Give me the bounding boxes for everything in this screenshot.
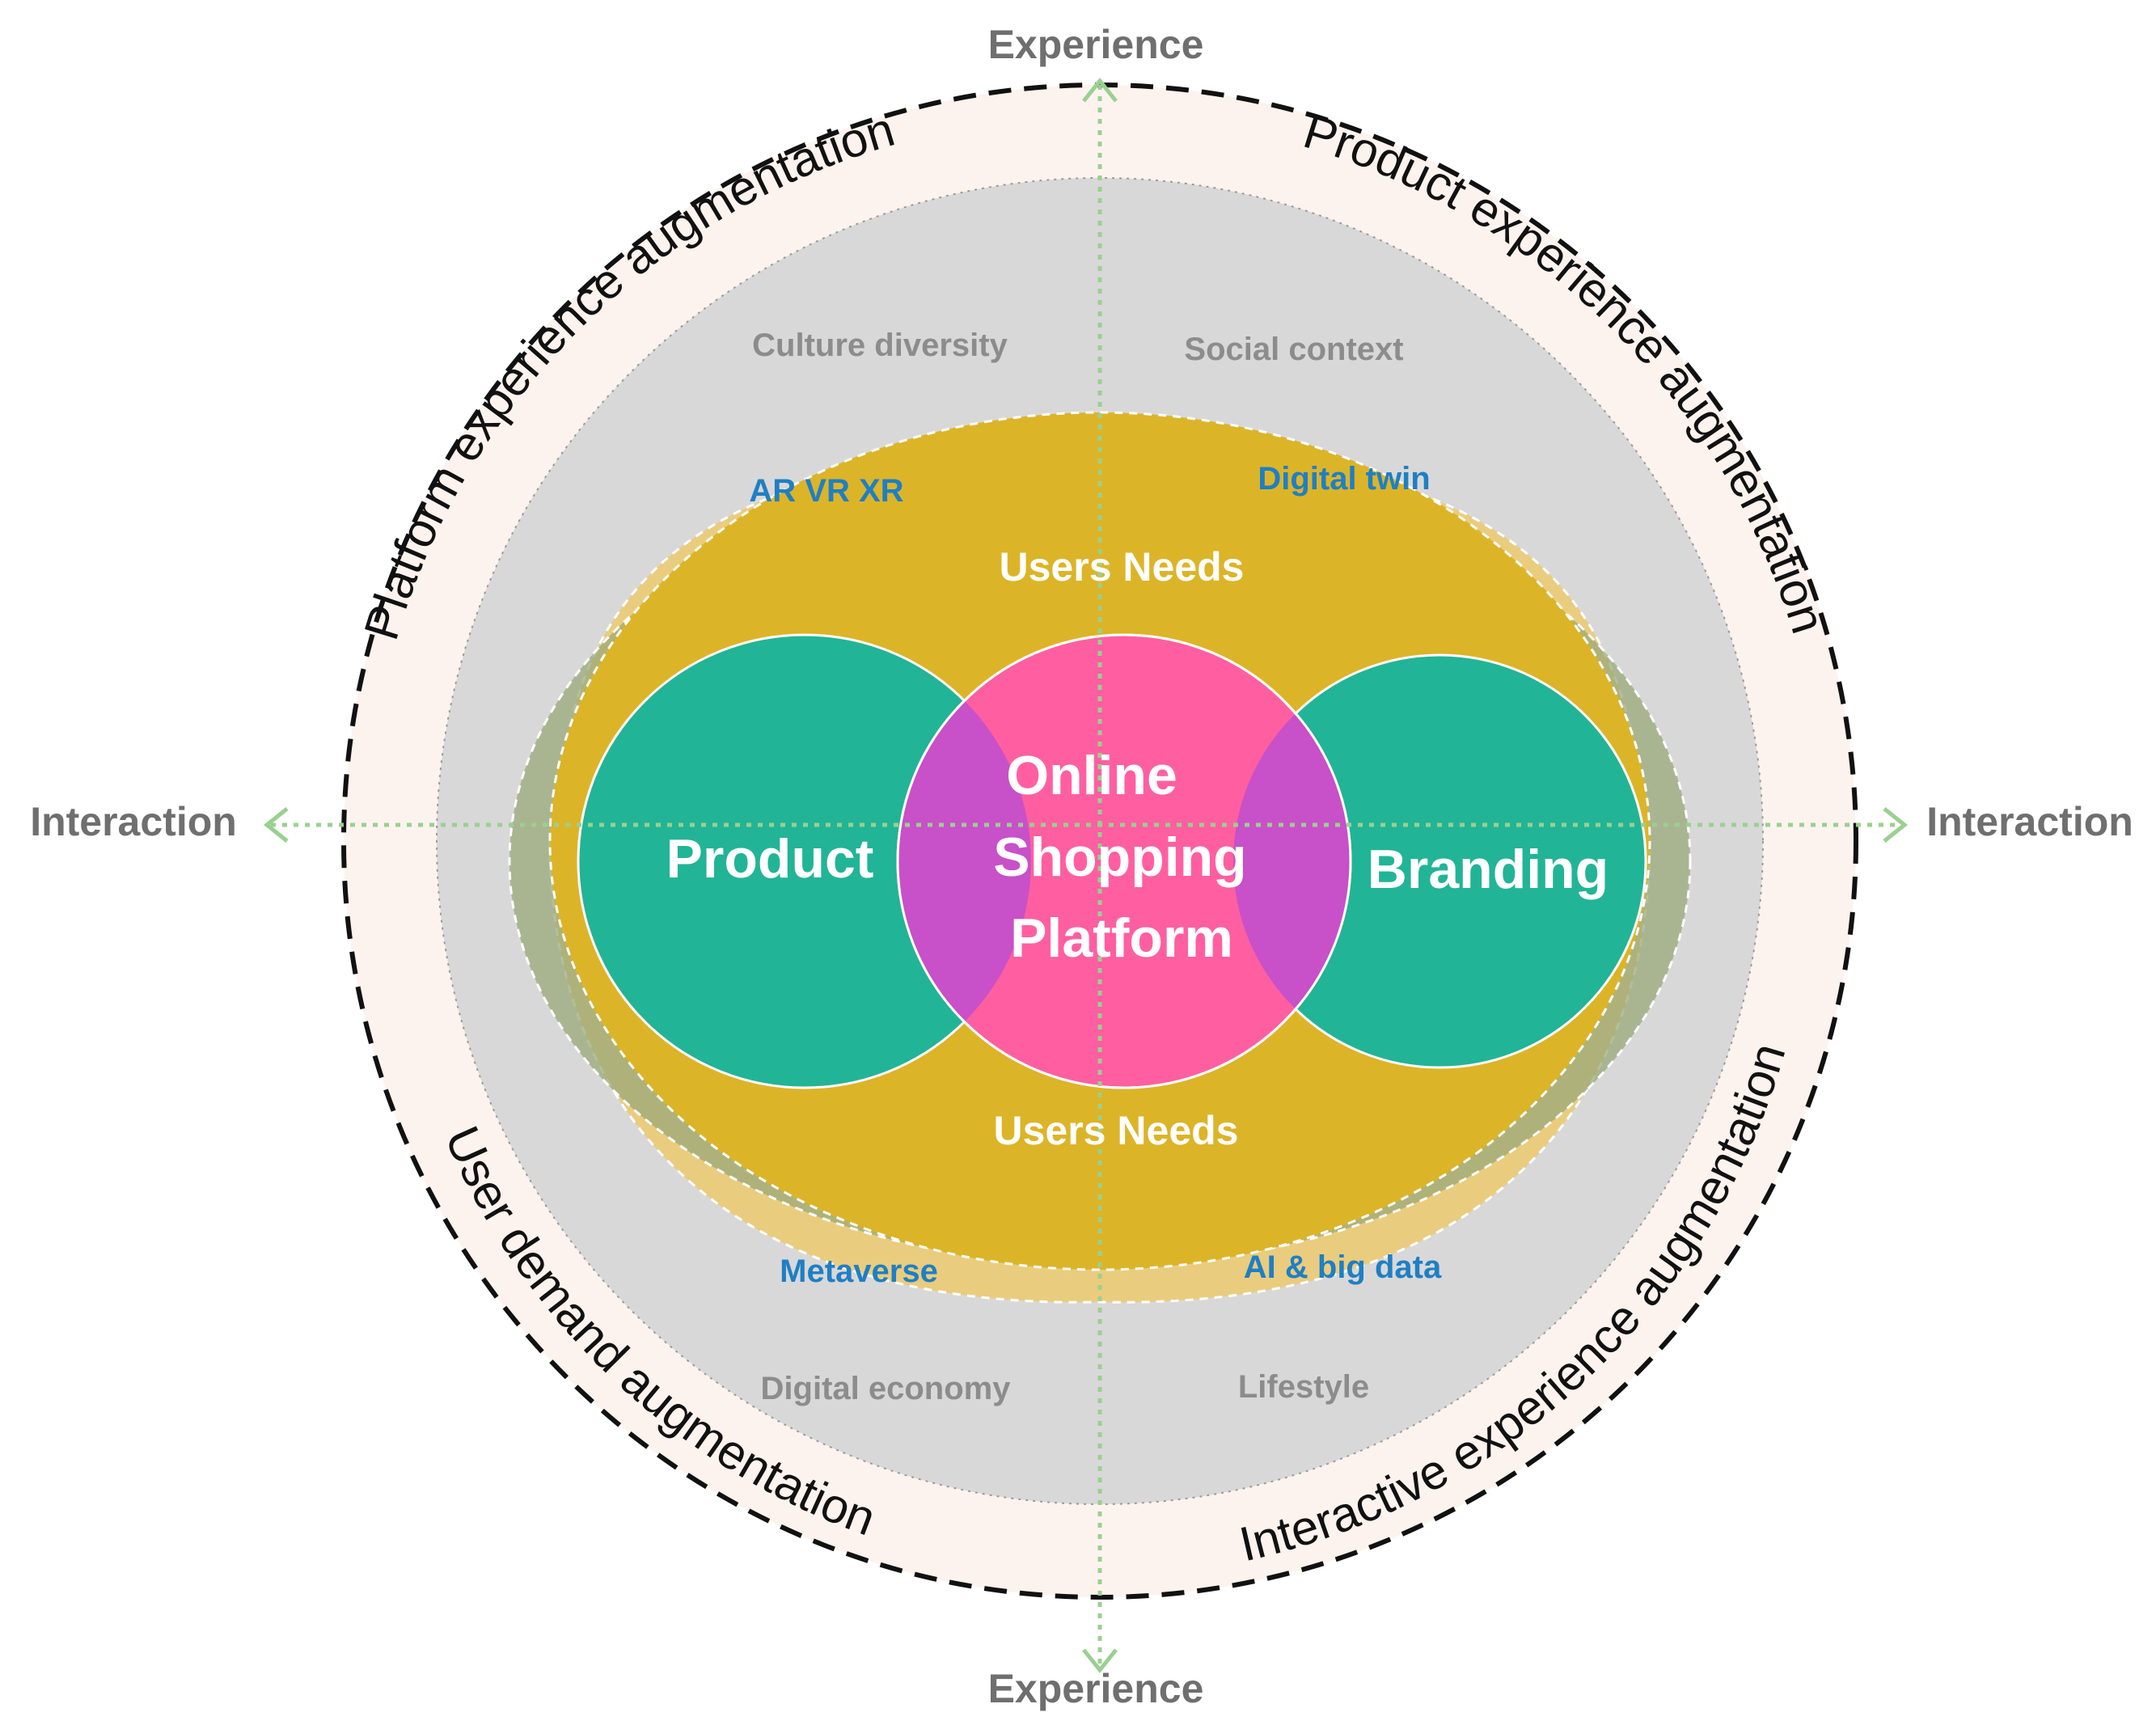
tech-top-left: AR VR XR bbox=[749, 473, 903, 509]
axis-label-right: Interaction bbox=[1926, 799, 2133, 844]
tech-bottom-left: Metaverse bbox=[780, 1254, 938, 1289]
branding-label: Branding bbox=[1368, 839, 1609, 900]
context-bottom-left: Digital economy bbox=[761, 1371, 1012, 1406]
axis-arrowheads bbox=[263, 77, 1909, 1674]
tech-bottom-right: AI & big data bbox=[1244, 1249, 1442, 1285]
center-label-line-3: Platform bbox=[1010, 907, 1233, 969]
product-label: Product bbox=[666, 828, 874, 890]
axis-label-left: Interaction bbox=[30, 799, 237, 844]
tech-top-right: Digital twin bbox=[1258, 461, 1430, 497]
center-label-line-2: Shopping bbox=[993, 827, 1246, 888]
axis-label-bottom: Experience bbox=[988, 1666, 1204, 1711]
users-needs-bottom: Users Needs bbox=[994, 1108, 1239, 1153]
context-bottom-right: Lifestyle bbox=[1238, 1369, 1369, 1405]
axis-label-top: Experience bbox=[988, 22, 1204, 67]
center-label-line-1: Online bbox=[1006, 745, 1177, 806]
context-top-left: Culture diversity bbox=[752, 328, 1008, 363]
context-top-right: Social context bbox=[1184, 332, 1403, 367]
users-needs-top: Users Needs bbox=[1000, 544, 1245, 590]
axes bbox=[271, 85, 1900, 1666]
